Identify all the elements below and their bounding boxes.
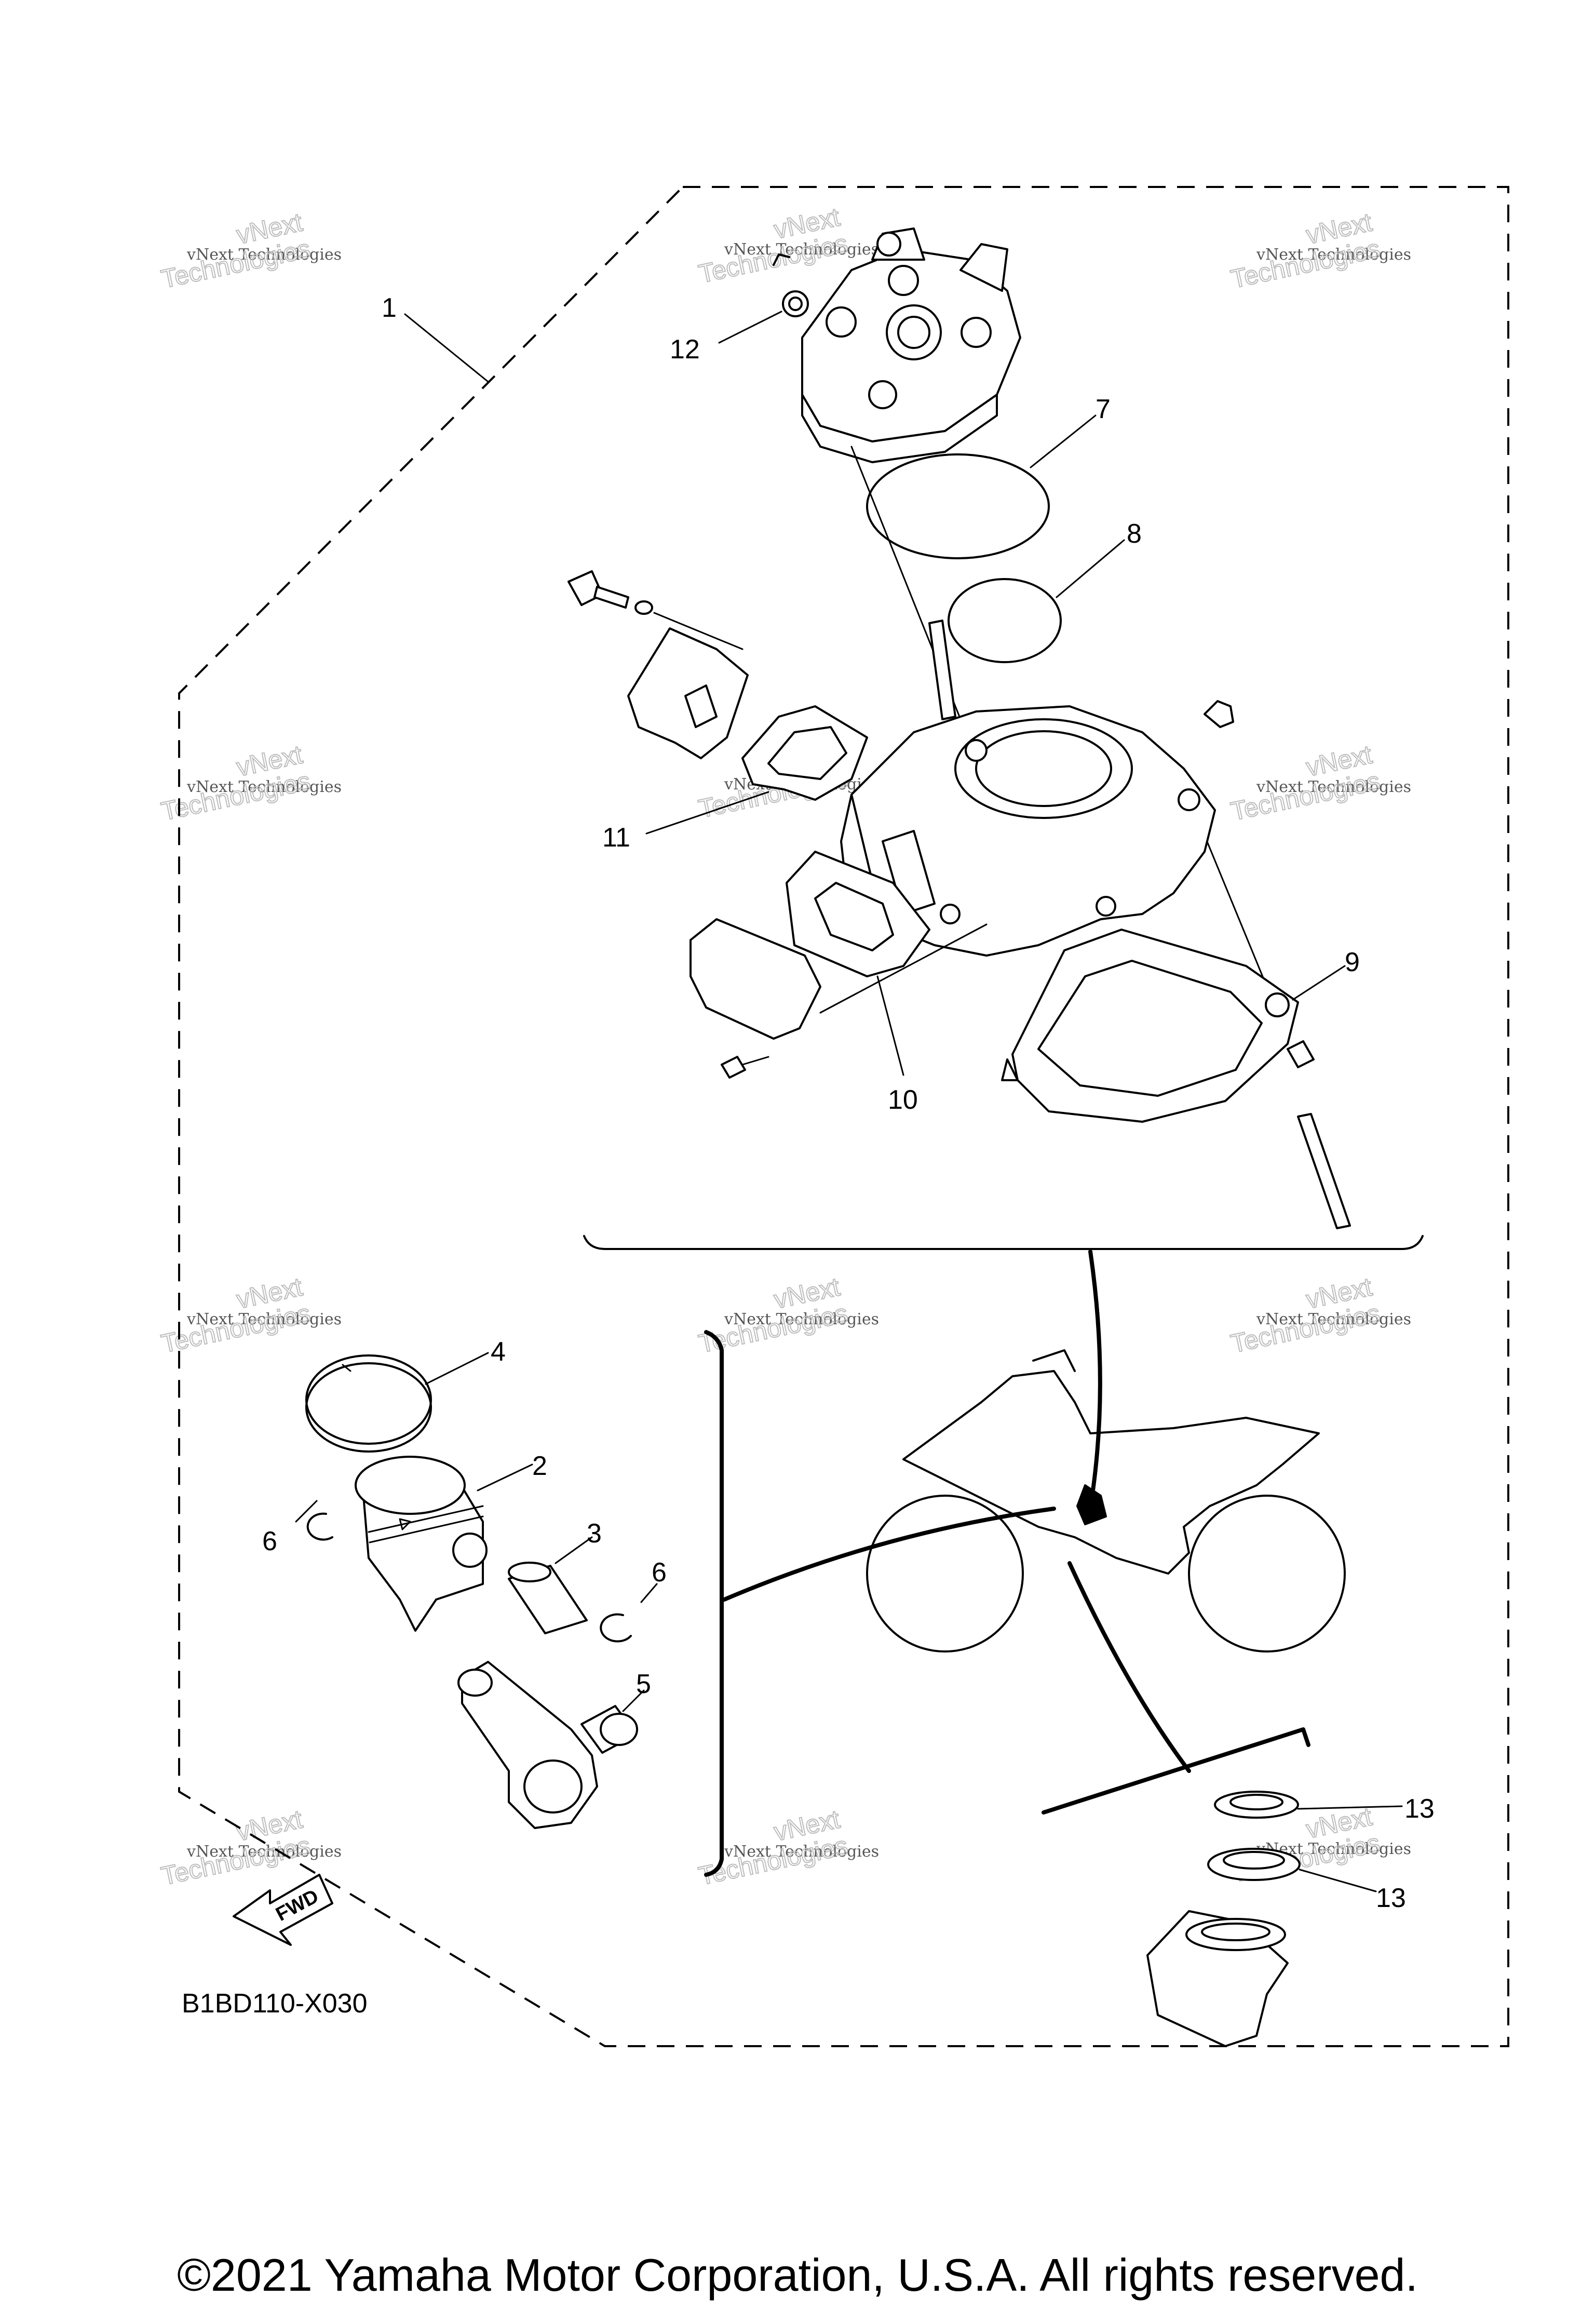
nut-illustration [1204, 700, 1234, 728]
group-bracket-top [583, 1235, 1424, 1250]
callout-9: 9 [1345, 947, 1360, 977]
locator-leader-left [722, 1507, 1056, 1602]
copyright-notice: ©2021 Yamaha Motor Corporation, U.S.A. A… [177, 2249, 1418, 2301]
watermark-text: vNext Technologies [724, 1843, 879, 1861]
bolt-illustration [567, 570, 744, 650]
motorcycle-silhouette [866, 1349, 1346, 1653]
power-valve-gasket-11 [741, 705, 868, 801]
callout-6-left: 6 [262, 1526, 277, 1556]
watermark-text: vNext Technologies [186, 1310, 342, 1328]
inset-bracket [1042, 1727, 1310, 1815]
leader-line-7 [1030, 414, 1097, 468]
leader-line-1 [404, 313, 489, 383]
locator-bracket [704, 1330, 724, 1877]
callout-4: 4 [491, 1337, 506, 1367]
cylinder-illustration [840, 705, 1216, 957]
callout-12: 12 [670, 334, 700, 365]
watermark-logo-text: Technologies [696, 229, 850, 288]
locator-leader-bottom [1067, 1561, 1191, 1773]
alignment-line [819, 923, 988, 1014]
watermark-logo-text: Technologies [159, 766, 313, 826]
fork-tube-illustration [1146, 1910, 1289, 2047]
o-ring-8 [948, 578, 1062, 663]
callout-7: 7 [1096, 394, 1111, 424]
leader-line-6a [295, 1500, 318, 1523]
leader-line-3 [555, 1536, 593, 1564]
dowel-illustration [1287, 1040, 1351, 1229]
o-ring-7 [866, 453, 1050, 559]
power-valve-cover-illustration [627, 627, 749, 759]
leader-line-6b [640, 1583, 658, 1603]
watermark-logo-text: Technologies [159, 1831, 313, 1890]
cylinder-head-illustration [801, 227, 1021, 463]
leader-line-9 [1292, 965, 1346, 1001]
leader-line-2 [477, 1463, 533, 1492]
circlip-6-right [600, 1613, 632, 1643]
exhaust-flange-illustration [690, 918, 821, 1040]
leader-line-8 [1056, 539, 1125, 598]
callout-11: 11 [602, 823, 630, 853]
leader-line-13a [1297, 1805, 1403, 1810]
circlip-6-left [306, 1512, 333, 1541]
watermark-text: vNext Technologies [724, 1310, 879, 1328]
piston-2 [355, 1456, 488, 1632]
leader-line-5 [622, 1689, 645, 1712]
callout-13-upper: 13 [1404, 1794, 1435, 1824]
watermark-text: vNext Technologies [1256, 1310, 1411, 1328]
oil-seal-13-upper [1214, 1791, 1299, 1819]
leader-line-11 [645, 791, 769, 835]
cylinder-base-gasket-9 [1001, 929, 1299, 1123]
callout-1: 1 [382, 293, 397, 323]
watermark-text: vNext Technologies [186, 1843, 342, 1861]
kit-boundary-outline [178, 186, 1509, 2047]
callout-10: 10 [888, 1085, 918, 1115]
alignment-line [850, 446, 977, 759]
diagram-code: B1BD110-X030 [182, 1989, 368, 2019]
watermark-text: vNext Technologies [186, 246, 342, 264]
callout-2: 2 [532, 1451, 547, 1481]
watermark-text: vNext Technologies [186, 778, 342, 796]
callout-13-lower: 13 [1376, 1883, 1406, 1913]
watermark-logo-text: Technologies [159, 234, 313, 293]
watermark-logo-text: Technologies [696, 1298, 850, 1358]
locator-leader-top [1088, 1250, 1102, 1493]
watermark-text: vNext Technologies [724, 240, 879, 259]
needle-bearing-5 [580, 1705, 638, 1754]
leader-line-13b [1299, 1869, 1377, 1892]
leader-line-10 [876, 975, 904, 1076]
head-washer-12 [773, 253, 809, 317]
oil-seal-13-lower [1207, 1848, 1301, 1881]
callout-5: 5 [636, 1669, 651, 1699]
watermark-logo-text: Technologies [1228, 766, 1383, 826]
fwd-arrow: FWD [233, 1874, 333, 1946]
leader-line-12 [718, 311, 782, 344]
leader-line-4 [425, 1352, 489, 1385]
piston-pin-3 [508, 1562, 588, 1634]
stud-illustration [928, 620, 956, 720]
connecting-rod-illustration [457, 1661, 598, 1829]
exhaust-gasket-10 [786, 851, 930, 977]
callout-3: 3 [587, 1519, 602, 1549]
watermark-logo-text: Technologies [1228, 234, 1383, 293]
watermark-text: vNext Technologies [1256, 778, 1411, 796]
watermark-logo-text: Technologies [159, 1298, 313, 1358]
piston-ring-4 [305, 1354, 432, 1453]
callout-8: 8 [1127, 519, 1142, 549]
callout-6-right: 6 [652, 1557, 667, 1588]
watermark-logo-text: Technologies [1228, 1298, 1383, 1358]
watermark-text: vNext Technologies [1256, 246, 1411, 264]
screw-illustration [721, 1056, 769, 1079]
